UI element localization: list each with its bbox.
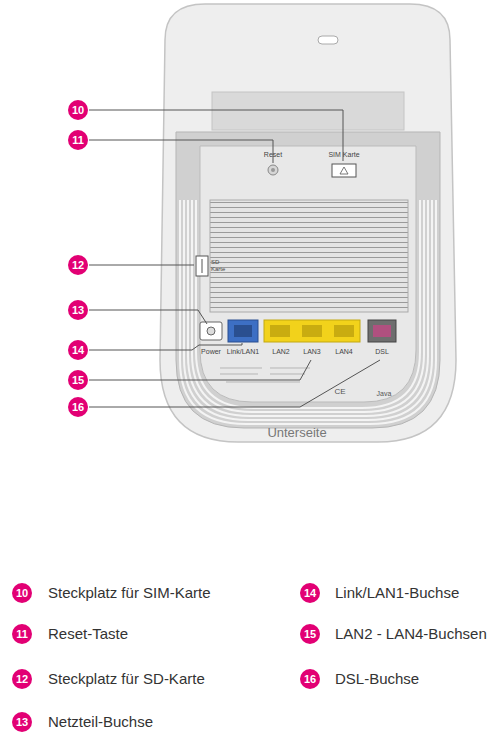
callout-number: 10 <box>72 105 84 116</box>
base-plate <box>200 146 416 402</box>
dsl-port <box>368 320 396 342</box>
lan2-4-ports <box>264 320 360 342</box>
part-label: SIM Karte <box>328 151 359 159</box>
part-label: Reset <box>264 151 282 159</box>
callout-number: 12 <box>72 260 84 271</box>
callout-badge: 14 <box>68 340 88 360</box>
callout-badge: 15 <box>68 370 88 390</box>
legend-text: DSL-Buchse <box>335 671 419 688</box>
callout-number: 15 <box>304 629 316 640</box>
lan1-port <box>228 320 258 342</box>
power-port <box>200 322 222 340</box>
port-label: LAN3 <box>303 348 321 356</box>
callout-number: 14 <box>72 345 84 356</box>
top-slot <box>318 36 338 44</box>
callout-number: 14 <box>304 588 316 599</box>
mark-label: CE <box>334 388 345 397</box>
housing <box>160 4 456 442</box>
part-label: SD Karte <box>211 259 229 272</box>
legend-text: LAN2 - LAN4-Buchsen <box>335 626 487 643</box>
callout-badge: 13 <box>12 712 32 732</box>
callout-number: 11 <box>16 629 28 640</box>
callout-badge: 13 <box>68 300 88 320</box>
legend-text: Steckplatz für SIM-Karte <box>48 585 211 602</box>
callout-badge: 15 <box>300 624 320 644</box>
ribbed-frame <box>176 132 440 428</box>
legend-text: Reset-Taste <box>48 626 128 643</box>
callout-number: 11 <box>72 135 84 146</box>
callout-badge: 16 <box>68 397 88 417</box>
logo-label: Java <box>377 390 392 398</box>
callout-number: 10 <box>16 588 28 599</box>
port-label: DSL <box>375 348 389 356</box>
callout-badge: 12 <box>68 255 88 275</box>
port-label: LAN4 <box>335 348 353 356</box>
callout-number: 16 <box>304 674 316 685</box>
sd-slot <box>196 256 208 276</box>
port-label: Power <box>201 348 221 356</box>
callout-badge: 11 <box>12 624 32 644</box>
heat-sink <box>210 200 408 312</box>
legend-text: Steckplatz für SD-Karte <box>48 671 205 688</box>
port-label: Link/LAN1 <box>227 348 259 356</box>
callout-badge: 12 <box>12 669 32 689</box>
callout-badge: 10 <box>68 100 88 120</box>
legend-text: Netzteil-Buchse <box>48 714 153 731</box>
callout-badge: 14 <box>300 583 320 603</box>
legend-text: Link/LAN1-Buchse <box>335 585 459 602</box>
stand-band <box>212 92 404 130</box>
caption: Unterseite <box>267 426 326 440</box>
callout-badge: 16 <box>300 669 320 689</box>
reset-button <box>268 165 278 175</box>
leader-lines <box>89 110 380 407</box>
callout-number: 13 <box>72 305 84 316</box>
callout-number: 13 <box>16 717 28 728</box>
port-label: LAN2 <box>272 348 290 356</box>
callout-number: 16 <box>72 402 84 413</box>
callout-number: 12 <box>16 674 28 685</box>
sim-slot <box>332 164 356 177</box>
callout-number: 15 <box>72 375 84 386</box>
callout-badge: 10 <box>12 583 32 603</box>
callout-badge: 11 <box>68 130 88 150</box>
